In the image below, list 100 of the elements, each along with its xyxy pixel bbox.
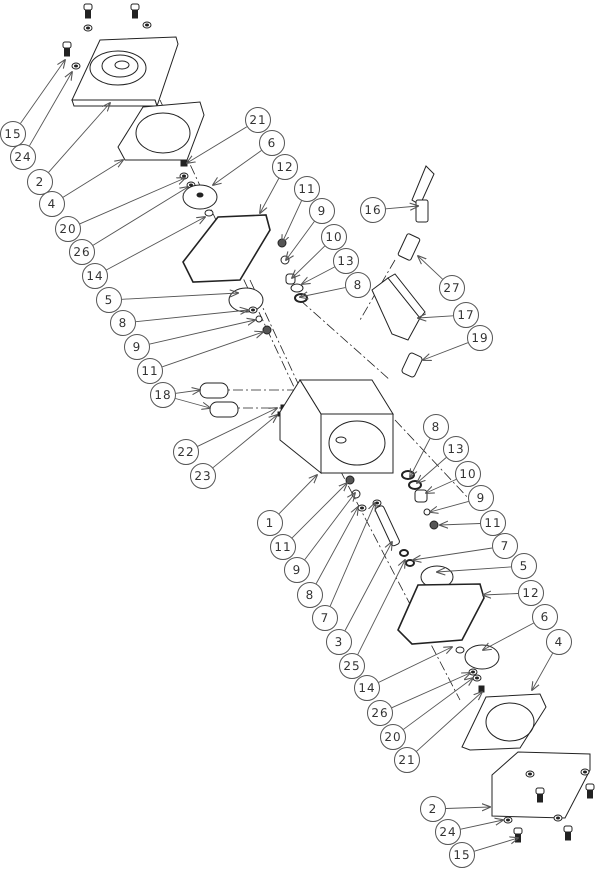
leader-line bbox=[436, 566, 512, 576]
leader-line bbox=[446, 803, 492, 812]
leader-line bbox=[344, 540, 393, 631]
callout-number: 11 bbox=[137, 358, 163, 384]
leader-line bbox=[482, 590, 518, 599]
callout-number: 2 bbox=[420, 796, 446, 822]
callout-number: 9 bbox=[309, 198, 335, 224]
leader-line bbox=[92, 186, 190, 246]
callout-number: 10 bbox=[455, 461, 481, 487]
callout-number: 1 bbox=[257, 510, 283, 536]
callout-number: 8 bbox=[110, 310, 136, 336]
callout-number: 11 bbox=[294, 176, 320, 202]
leader-line bbox=[281, 200, 302, 244]
leader-line bbox=[300, 266, 335, 285]
callout-number: 16 bbox=[360, 197, 386, 223]
callout-number: 13 bbox=[333, 248, 359, 274]
leader-line bbox=[292, 482, 348, 538]
leader-line bbox=[412, 548, 493, 563]
callout-number: 4 bbox=[39, 191, 65, 217]
callout-number: 24 bbox=[435, 819, 461, 845]
leader-line bbox=[482, 622, 534, 651]
leader-line bbox=[316, 506, 359, 584]
callout-number: 17 bbox=[453, 302, 479, 328]
leader-line bbox=[135, 306, 250, 322]
callout-number: 4 bbox=[546, 629, 572, 655]
callout-number: 18 bbox=[150, 382, 176, 408]
callout-number: 9 bbox=[124, 334, 150, 360]
leader-line bbox=[212, 414, 278, 468]
leader-line bbox=[62, 158, 124, 198]
leader-line bbox=[290, 246, 326, 280]
leader-line bbox=[259, 178, 280, 214]
callout-number: 8 bbox=[297, 582, 323, 608]
leader-line bbox=[304, 492, 356, 560]
callout-number: 22 bbox=[173, 439, 199, 465]
leader-line bbox=[416, 254, 443, 280]
leader-line bbox=[357, 558, 406, 655]
leader-line bbox=[29, 70, 73, 146]
leader-line bbox=[330, 502, 376, 607]
leader-line bbox=[428, 500, 469, 514]
callout-number: 9 bbox=[468, 485, 494, 511]
callout-number: 7 bbox=[312, 605, 338, 631]
callout-number: 7 bbox=[492, 533, 518, 559]
callout-number: 6 bbox=[532, 604, 558, 630]
leader-line bbox=[162, 330, 264, 368]
leader-line bbox=[416, 457, 447, 484]
leader-line bbox=[416, 690, 484, 752]
leader-line bbox=[531, 652, 554, 692]
callout-number: 26 bbox=[367, 700, 393, 726]
callout-number: 25 bbox=[339, 653, 365, 679]
leader-line bbox=[284, 221, 315, 262]
leader-line bbox=[422, 342, 468, 361]
callout-number: 10 bbox=[321, 224, 347, 250]
callout-number: 20 bbox=[380, 724, 406, 750]
callout-number: 2 bbox=[27, 169, 53, 195]
callout-number: 15 bbox=[0, 121, 26, 147]
leader-line bbox=[212, 150, 262, 186]
leader-line bbox=[186, 126, 248, 164]
leader-line bbox=[175, 387, 202, 396]
leader-line bbox=[424, 478, 457, 494]
leader-line bbox=[149, 318, 256, 345]
callout-number: 19 bbox=[467, 325, 493, 351]
leader-line bbox=[197, 407, 278, 447]
callout-number: 21 bbox=[245, 107, 271, 133]
callout-number: 6 bbox=[259, 130, 285, 156]
leader-line bbox=[106, 216, 206, 270]
leader-line bbox=[298, 287, 346, 300]
callout-number: 9 bbox=[284, 557, 310, 583]
leader-line bbox=[438, 520, 480, 529]
leader-line bbox=[416, 313, 454, 322]
callout-number: 3 bbox=[326, 629, 352, 655]
callout-number: 12 bbox=[272, 154, 298, 180]
callout-number: 11 bbox=[480, 510, 506, 536]
leader-line bbox=[378, 646, 454, 683]
callout-number: 14 bbox=[82, 263, 108, 289]
callout-number: 21 bbox=[394, 747, 420, 773]
leader-line bbox=[409, 438, 430, 478]
leader-line bbox=[460, 818, 504, 830]
callout-number: 24 bbox=[10, 144, 36, 170]
callout-number: 12 bbox=[518, 580, 544, 606]
callout-number: 15 bbox=[449, 842, 475, 868]
callout-number: 5 bbox=[96, 287, 122, 313]
leader-line bbox=[122, 289, 240, 300]
leader-line bbox=[385, 202, 420, 211]
callout-number: 14 bbox=[354, 675, 380, 701]
callout-number: 27 bbox=[439, 275, 465, 301]
callout-number: 13 bbox=[443, 436, 469, 462]
leader-line bbox=[79, 177, 186, 224]
callout-number: 8 bbox=[423, 414, 449, 440]
callout-number: 20 bbox=[55, 216, 81, 242]
leader-line bbox=[175, 398, 212, 410]
callout-number: 11 bbox=[270, 534, 296, 560]
callout-number: 23 bbox=[190, 463, 216, 489]
leader-line bbox=[403, 676, 474, 730]
callout-number: 8 bbox=[345, 272, 371, 298]
leader-line bbox=[20, 58, 66, 124]
callout-number: 5 bbox=[511, 553, 537, 579]
leader-line bbox=[48, 102, 112, 173]
leader-line bbox=[391, 672, 472, 708]
callout-number: 26 bbox=[69, 239, 95, 265]
leader-line bbox=[474, 836, 520, 852]
